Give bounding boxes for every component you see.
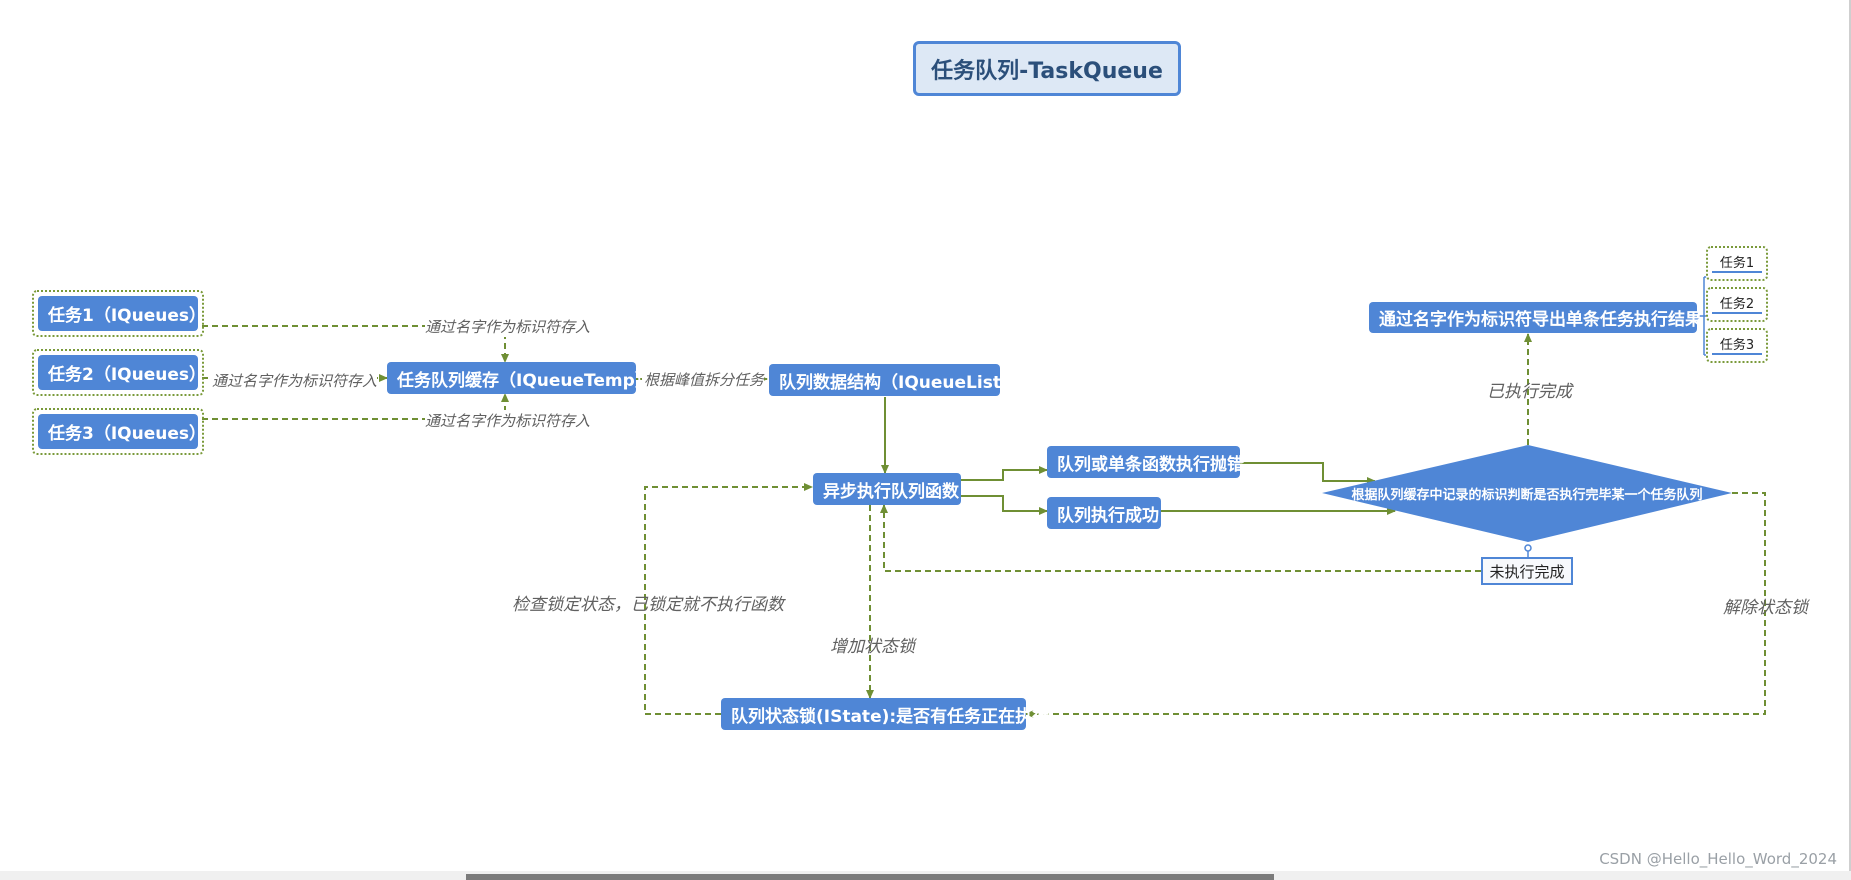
- horizontal-scrollbar[interactable]: [0, 871, 1851, 880]
- label-release-lock: 解除状态锁: [1723, 598, 1808, 618]
- edge-async-error: [961, 466, 1048, 481]
- label-done: 已执行完成: [1487, 382, 1572, 402]
- node-task1: 任务1（IQueues）: [38, 296, 206, 331]
- horizontal-scrollbar-thumb[interactable]: [466, 874, 1274, 880]
- result-task1-label: 任务1: [1712, 252, 1762, 273]
- node-structure: 队列数据结构（IQueueList）: [769, 364, 1018, 396]
- node-async: 异步执行队列函数: [813, 473, 961, 505]
- edge-pending-async: [880, 504, 1481, 572]
- vertical-scrollbar[interactable]: [1849, 0, 1851, 871]
- node-task3: 任务3（IQueues）: [38, 414, 206, 449]
- result-task1: 任务1: [1706, 246, 1768, 281]
- task2-frame: 任务2（IQueues）: [32, 349, 206, 396]
- label-add-lock: 增加状态锁: [830, 637, 915, 657]
- result-task2: 任务2: [1706, 287, 1768, 322]
- decision-label: 根据队列缓存中记录的标识判断是否执行完毕某一个任务队列: [1351, 487, 1703, 503]
- node-task2: 任务2（IQueues）: [38, 355, 206, 390]
- task3-frame: 任务3（IQueues）: [32, 408, 206, 455]
- task1-frame: 任务1（IQueues）: [32, 290, 206, 337]
- node-lock: 队列状态锁(IState):是否有任务正在执行: [721, 698, 1049, 730]
- node-success: 队列执行成功: [1047, 497, 1161, 529]
- label-store3: 通过名字作为标识符存入: [425, 410, 591, 431]
- result-task3: 任务3: [1706, 328, 1768, 363]
- decision-diamond: [1322, 445, 1732, 542]
- label-store1: 通过名字作为标识符存入: [425, 316, 591, 337]
- result-task3-label: 任务3: [1712, 334, 1762, 355]
- node-cache: 任务队列缓存（IQueueTemp）: [387, 362, 652, 394]
- label-store2: 通过名字作为标识符存入: [212, 370, 378, 391]
- node-pending: 未执行完成: [1481, 557, 1573, 585]
- result-task2-label: 任务2: [1712, 293, 1762, 314]
- edge-error-decision: [1240, 462, 1376, 485]
- label-check-lock: 检查锁定状态，已锁定就不执行函数: [512, 595, 784, 615]
- edge-async-success: [961, 495, 1048, 515]
- node-export: 通过名字作为标识符导出单条任务执行结果: [1369, 302, 1702, 333]
- node-error: 队列或单条函数执行抛错: [1047, 446, 1244, 478]
- watermark: CSDN @Hello_Hello_Word_2024: [1599, 850, 1837, 868]
- diagram-title: 任务队列-TaskQueue: [913, 41, 1181, 96]
- edge-decision-lock: [1025, 492, 1766, 718]
- label-split: 根据峰值拆分任务: [644, 369, 765, 390]
